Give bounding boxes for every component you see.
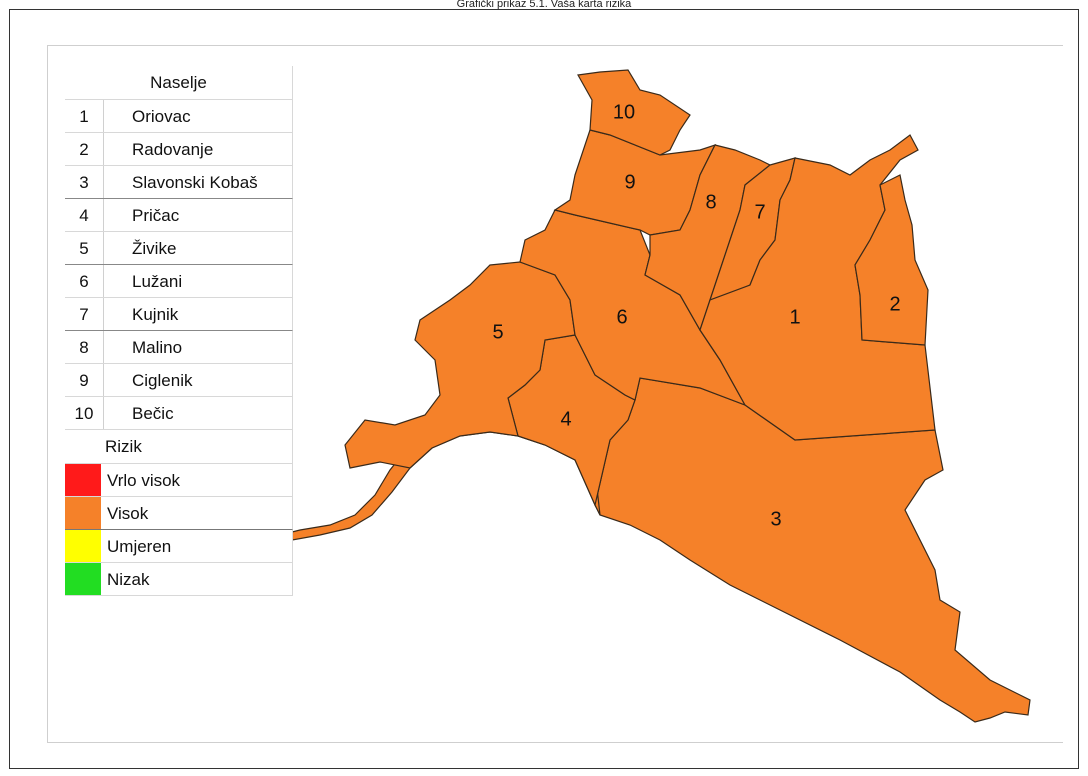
figure-caption: Grafički prikaz 5.1. Vaša karta rizika (456, 0, 632, 10)
settlement-name: Kujnik (132, 305, 179, 324)
settlement-name: Oriovac (132, 107, 191, 126)
settlement-number: 4 (65, 199, 104, 231)
region-10[interactable] (577, 69, 691, 156)
settlement-name: Bečic (132, 404, 174, 423)
settlement-number: 3 (65, 166, 104, 198)
settlement-row: 10 Bečic (65, 397, 293, 430)
settlement-number: 1 (65, 100, 104, 132)
settlement-name: Ciglenik (132, 371, 193, 390)
region-label-5: 5 (492, 321, 503, 343)
risk-label: Umjeren (107, 537, 172, 556)
settlement-number: 10 (65, 397, 104, 429)
map-legend: Naselje 1 Oriovac 2 Radovanje 3 Slavonski Kob… (65, 66, 293, 596)
region-label-2: 2 (889, 293, 900, 315)
region-label-8: 8 (705, 191, 716, 213)
settlement-row: 8 Malino (65, 331, 293, 364)
region-2[interactable] (854, 174, 929, 346)
settlement-number: 7 (65, 298, 104, 330)
settlement-number: 2 (65, 133, 104, 165)
settlement-number: 6 (65, 265, 104, 297)
risk-swatch (65, 530, 101, 562)
settlement-name: Radovanje (132, 140, 214, 159)
settlement-number: 9 (65, 364, 104, 396)
risk-label: Visok (107, 504, 149, 523)
settlement-list: 1 Oriovac 2 Radovanje 3 Slavonski Kobaš 4 Priča… (65, 100, 293, 430)
region-label-4: 4 (560, 408, 571, 430)
region-6[interactable] (519, 209, 747, 407)
risk-swatch (65, 497, 101, 529)
region-label-1: 1 (789, 306, 800, 328)
settlement-row: 4 Pričac (65, 199, 293, 232)
risk-label: Vrlo visok (107, 471, 181, 490)
settlement-row: 9 Ciglenik (65, 364, 293, 397)
settlement-row: 1 Oriovac (65, 100, 293, 133)
region-3[interactable] (594, 377, 1031, 723)
settlement-name: Slavonski Kobaš (132, 173, 258, 192)
settlement-name: Malino (132, 338, 183, 357)
map-box (47, 45, 1063, 743)
settlement-row: 7 Kujnik (65, 298, 293, 331)
risk-row: Nizak (65, 563, 293, 596)
risk-swatch (65, 464, 101, 496)
legend-settlement-header: Naselje (65, 66, 293, 100)
region-label-9: 9 (624, 171, 635, 193)
risk-swatch (65, 563, 101, 595)
region-5[interactable] (344, 261, 576, 469)
settlement-row: 5 Živike (65, 232, 293, 265)
risk-label: Nizak (107, 570, 150, 589)
settlement-row: 6 Lužani (65, 265, 293, 298)
settlement-number: 5 (65, 232, 104, 264)
risk-row: Umjeren (65, 530, 293, 563)
region-label-3: 3 (770, 508, 781, 530)
region-label-6: 6 (616, 306, 627, 328)
settlement-number: 8 (65, 331, 104, 363)
settlement-row: 2 Radovanje (65, 133, 293, 166)
figure-frame (9, 9, 1079, 769)
settlement-name: Lužani (132, 272, 183, 291)
risk-row: Vrlo visok (65, 464, 293, 497)
region-label-10: 10 (613, 101, 635, 123)
settlement-name: Pričac (132, 206, 180, 225)
settlement-row: 3 Slavonski Kobaš (65, 166, 293, 199)
settlement-name: Živike (132, 239, 177, 258)
legend-risk-header: Rizik (65, 430, 293, 464)
region-labels: 1 2 3 4 5 6 7 8 9 10 (492, 101, 900, 530)
risk-row: Visok (65, 497, 293, 530)
region-label-7: 7 (754, 201, 765, 223)
